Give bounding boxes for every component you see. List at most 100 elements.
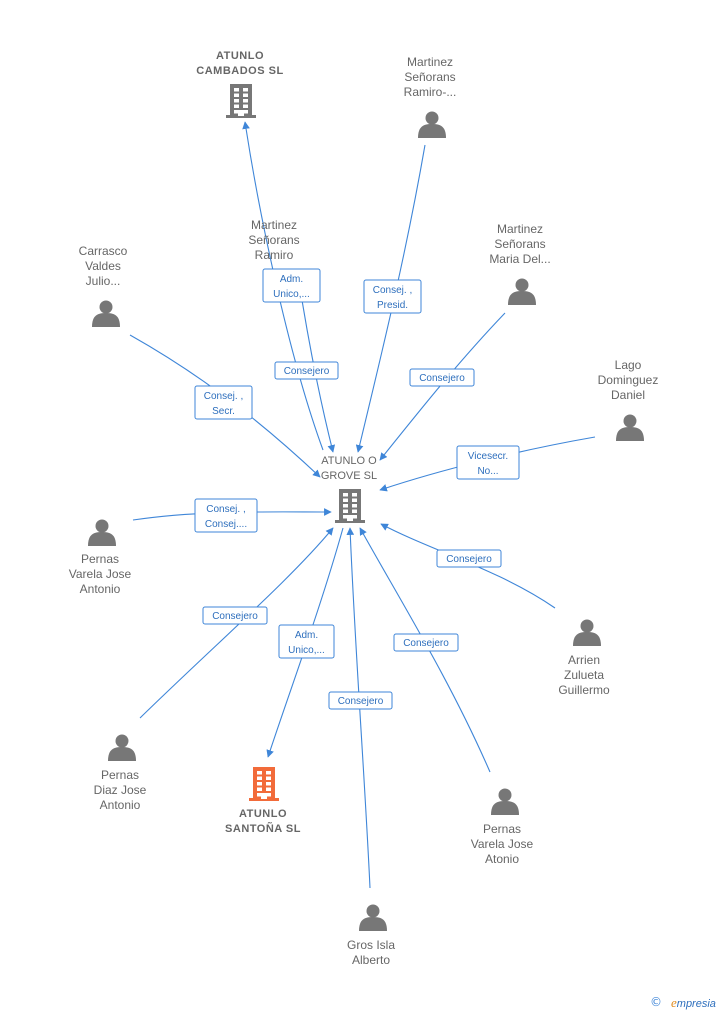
edge-label-box (436, 549, 502, 568)
edge-label-box (194, 385, 253, 420)
edge-label-text: Adm. (295, 630, 318, 641)
edge-label-box (194, 498, 258, 533)
node-martinez-ramiro2[interactable]: MartinezSeñoransRamiro-... (404, 55, 457, 138)
edge-label-box (262, 268, 321, 303)
node-label: ATUNLO O (321, 455, 377, 467)
edge-label-box (278, 624, 335, 659)
edge-label-11[interactable]: Consejero (393, 633, 459, 652)
node-label: Carrasco (79, 244, 128, 258)
edge-label-box (328, 691, 393, 710)
node-label: Martinez (497, 222, 543, 236)
edge-label-6[interactable]: Consej. , Consej.... (194, 498, 258, 533)
edge-label-text: Consej. , (204, 391, 243, 402)
edge-label-10[interactable]: Consejero (328, 691, 393, 710)
edge-label-text: Consejero (446, 554, 492, 565)
node-carrasco[interactable]: CarrascoValdesJulio... (79, 244, 128, 327)
edge-label-text: Consej.... (205, 519, 247, 530)
node-label: Martinez (407, 55, 453, 69)
node-label: Señorans (494, 237, 545, 251)
node-label: Martinez (251, 218, 297, 232)
edge-label-box (202, 606, 268, 625)
copyright-icon: © (650, 995, 662, 1009)
edge-label-box (393, 633, 459, 652)
building-icon (335, 489, 365, 523)
person-icon (573, 619, 601, 646)
node-label: Varela Jose (471, 837, 534, 851)
edge-label-text: Unico,... (288, 645, 325, 656)
node-label: Antonio (100, 798, 141, 812)
node-label: Zulueta (564, 668, 604, 682)
edge-label-text: Unico,... (273, 289, 310, 300)
node-label: Julio... (86, 274, 121, 288)
edge-label-text: Consejero (284, 366, 330, 377)
edge-label-text: No... (477, 466, 498, 477)
node-label: Pernas (81, 552, 119, 566)
edge-label-5[interactable]: Vicesecr. No... (456, 445, 520, 480)
edge-label-3[interactable]: Consej. , Secr. (194, 385, 253, 420)
edge-label-9[interactable]: Adm. Unico,... (278, 624, 335, 659)
node-label: SANTOÑA SL (225, 822, 301, 835)
node-label: Pernas (101, 768, 139, 782)
node-label: Lago (615, 358, 642, 372)
node-label: Arrien (568, 653, 600, 667)
node-label: Valdes (85, 259, 121, 273)
edge-label-4[interactable]: Consejero (409, 368, 475, 387)
edge-label-text: Consejero (403, 638, 449, 649)
node-label: Atonio (485, 852, 519, 866)
node-label: ATUNLO (216, 50, 264, 62)
node-label: Gros Isla (347, 938, 395, 952)
node-center[interactable]: ATUNLO O GROVE SL (321, 455, 377, 523)
node-label: Ramiro-... (404, 85, 457, 99)
node-label: Antonio (80, 582, 121, 596)
edge-label-text: Consej. , (206, 504, 245, 515)
brand-initial: e (671, 995, 677, 1010)
edge-label-text: Consejero (212, 611, 258, 622)
node-label: Ramiro (255, 248, 294, 262)
edge-label-text: Adm. (280, 274, 303, 285)
brand-logo[interactable]: empresia (671, 995, 716, 1011)
edge-label-8[interactable]: Consejero (202, 606, 268, 625)
edge-label-0[interactable]: Adm. Unico,... (262, 268, 321, 303)
building-icon (226, 84, 256, 118)
edge-gros-to-center (346, 527, 371, 889)
edge-label-text: Presid. (377, 300, 408, 311)
edge-label-2[interactable]: Consej. , Presid. (363, 279, 422, 314)
node-label: Pernas (483, 822, 521, 836)
node-label: Guillermo (558, 683, 610, 697)
building-icon (249, 767, 279, 801)
edge-label-text: Consejero (419, 373, 465, 384)
edge-label-7[interactable]: Consejero (436, 549, 502, 568)
node-label: GROVE SL (321, 470, 377, 482)
person-icon (418, 111, 446, 138)
brand-name: mpresia (676, 998, 716, 1010)
node-label: Diaz Jose (94, 783, 147, 797)
node-label: Maria Del... (489, 252, 550, 266)
node-label: Daniel (611, 388, 645, 402)
person-icon (88, 519, 116, 546)
person-icon (359, 904, 387, 931)
edge-label-box (363, 279, 422, 314)
edge-label-text: Consej. , (373, 285, 412, 296)
node-label: Dominguez (598, 373, 659, 387)
edge-label-text: Consejero (338, 696, 384, 707)
person-icon (92, 300, 120, 327)
person-icon (616, 414, 644, 441)
node-label: Varela Jose (69, 567, 132, 581)
node-label: Señorans (404, 70, 455, 84)
edge-label-text: Secr. (212, 406, 235, 417)
edge-label-1[interactable]: Consejero (274, 361, 339, 380)
node-label: Señorans (248, 233, 299, 247)
edge-label-text: Vicesecr. (468, 451, 508, 462)
